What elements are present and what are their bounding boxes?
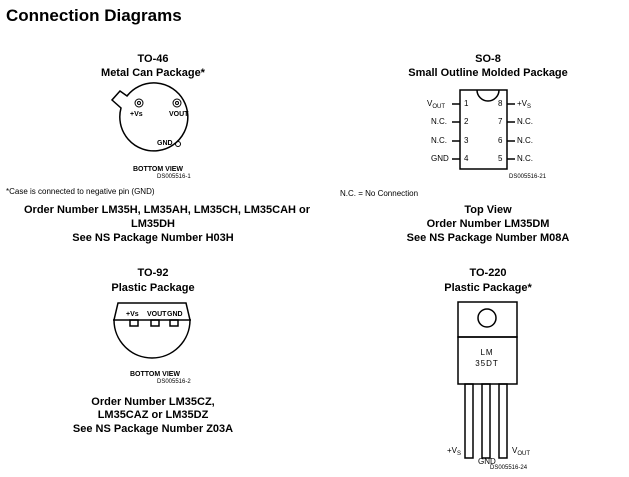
- so8-order: Order Number LM35DM: [426, 218, 550, 230]
- to46-view: BOTTOM VIEW: [133, 166, 184, 173]
- to92-title: TO-92: [137, 267, 169, 279]
- so8-pin1-num: 1: [464, 99, 469, 108]
- to92-view: BOTTOM VIEW: [130, 371, 181, 378]
- so8-title: SO-8: [475, 53, 501, 65]
- to220-mark2: 35DT: [475, 359, 499, 368]
- to220-drawing: [457, 301, 518, 459]
- so8-pin1-label: VOUT: [427, 99, 446, 110]
- to46-pin-vs: +Vs: [130, 111, 143, 118]
- so8-pin6-label: N.C.: [517, 136, 533, 145]
- so8-pin4-label: GND: [431, 154, 449, 163]
- so8-nc-note: N.C. = No Connection: [340, 189, 419, 198]
- to46-drawing: [110, 82, 189, 152]
- page-title: Connection Diagrams: [6, 6, 182, 25]
- so8-view: Top View: [464, 204, 512, 216]
- to46-order1: Order Number LM35H, LM35AH, LM35CH, LM35…: [23, 204, 311, 216]
- to46-ns: See NS Package Number H03H: [72, 232, 234, 244]
- to92-pin-vs: +Vs: [126, 311, 139, 318]
- to220-pin-vout: VOUT: [512, 446, 531, 457]
- to92-pin-vout: VOUT: [147, 311, 167, 318]
- to46-ds: DS005516-1: [157, 174, 191, 180]
- to46-package: Metal Can Package*: [101, 67, 205, 79]
- to46-pin-vout: VOUT: [169, 111, 189, 118]
- so8-pin8-label: +VS: [517, 99, 532, 110]
- to46-footnote: *Case is connected to negative pin (GND): [6, 187, 155, 196]
- to92-pin-gnd: GND: [167, 311, 183, 318]
- so8-drawing: [452, 89, 515, 170]
- to92-order1: Order Number LM35CZ,: [91, 396, 215, 408]
- so8-package: Small Outline Molded Package: [408, 67, 568, 79]
- to220-mark1: LM: [480, 348, 494, 357]
- so8-pin2-num: 2: [464, 117, 469, 126]
- so8-pin7-num: 7: [498, 117, 503, 126]
- so8-pin4-num: 4: [464, 154, 469, 163]
- to220-pin-vs: +VS: [447, 446, 462, 457]
- to92-ds: DS005516-2: [157, 379, 191, 385]
- to92-ns: See NS Package Number Z03A: [72, 423, 234, 435]
- to220-ds: DS005516-24: [490, 465, 528, 471]
- so8-pin3-num: 3: [464, 136, 469, 145]
- to220-package: Plastic Package*: [444, 282, 532, 294]
- so8-pin7-label: N.C.: [517, 117, 533, 126]
- to46-pin-gnd: GND: [157, 140, 173, 147]
- to46-order2: LM35DH: [130, 218, 176, 230]
- to92-package: Plastic Package: [111, 282, 195, 294]
- to92-drawing: [113, 302, 191, 359]
- so8-pin5-num: 5: [498, 154, 503, 163]
- so8-ns: See NS Package Number M08A: [406, 232, 570, 244]
- to220-title: TO-220: [469, 267, 507, 279]
- so8-ds: DS005516-21: [509, 174, 547, 180]
- so8-pin6-num: 6: [498, 136, 503, 145]
- to46-title: TO-46: [137, 53, 169, 65]
- to220-pin-gnd: GND: [478, 457, 496, 466]
- so8-pin5-label: N.C.: [517, 154, 533, 163]
- to92-order2: LM35CAZ or LM35DZ: [97, 409, 209, 421]
- so8-pin8-num: 8: [498, 99, 503, 108]
- so8-pin2-label: N.C.: [431, 117, 447, 126]
- so8-pin3-label: N.C.: [431, 136, 447, 145]
